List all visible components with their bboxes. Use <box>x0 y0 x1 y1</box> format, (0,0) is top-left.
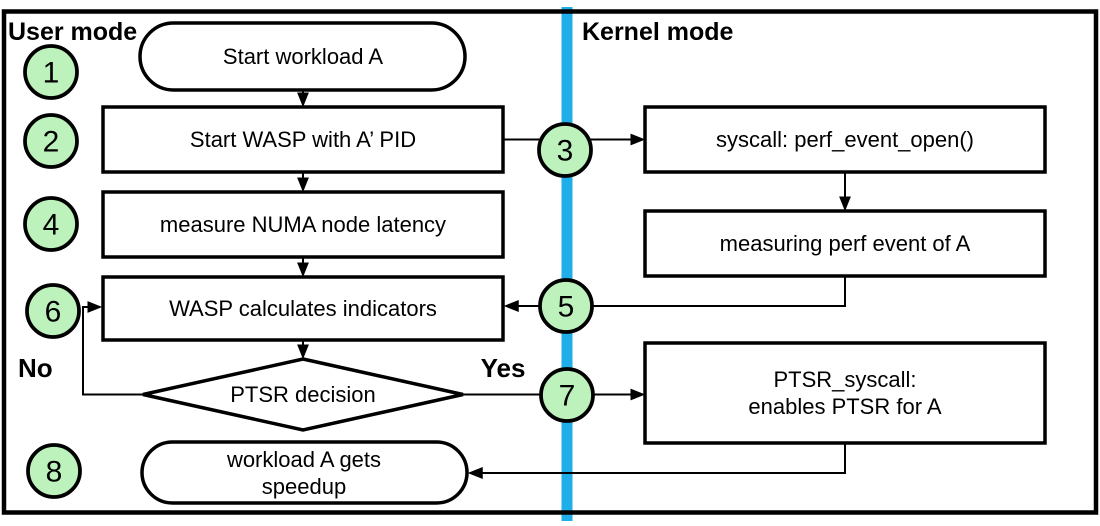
node-ptsr-decision: PTSR decision <box>142 357 464 432</box>
step-circle-6: 6 <box>25 283 81 339</box>
process-shape <box>643 209 1047 278</box>
node-start-workload-a-label: Start workload A <box>223 44 384 69</box>
node-ptsr-decision-label: PTSR decision <box>230 382 376 407</box>
step-circle-shape <box>23 113 79 169</box>
step-circle-shape <box>23 44 79 100</box>
user-mode-label: User mode <box>8 18 137 46</box>
edge-ptsr-to-speedup-arrow <box>467 443 846 479</box>
node-wasp-calculates-label: WASP calculates indicators <box>169 296 437 321</box>
step-circle-7: 7 <box>539 367 595 423</box>
process-shape <box>101 105 505 174</box>
kernel-mode-label: Kernel mode <box>582 18 734 46</box>
process-shape <box>643 105 1047 174</box>
node-ptsr-syscall-line1: PTSR_syscall: <box>773 367 916 392</box>
step-circle-3: 3 <box>537 122 593 178</box>
node-workload-speedup: workload A gets speedup <box>140 440 469 505</box>
step-number-3: 3 <box>557 135 574 168</box>
step-circle-shape <box>25 283 81 339</box>
node-wasp-calculates: WASP calculates indicators <box>101 275 505 342</box>
edge-measuring-to-calc-arrow <box>503 276 846 312</box>
step-circle-4: 4 <box>23 196 79 252</box>
process-shape <box>101 275 505 342</box>
terminator-shape <box>138 21 467 92</box>
node-workload-speedup-line1: workload A gets <box>226 447 381 472</box>
node-workload-speedup-line2: speedup <box>262 474 346 499</box>
node-measuring-perf-event-label: measuring perf event of A <box>720 231 971 256</box>
step-circle-shape <box>26 443 82 499</box>
step-circle-shape <box>537 122 593 178</box>
step-number-7: 7 <box>559 380 576 413</box>
node-ptsr-syscall: PTSR_syscall: enables PTSR for A <box>643 341 1047 445</box>
node-measure-numa-label: measure NUMA node latency <box>160 212 446 237</box>
decision-diamond-shape <box>142 357 464 432</box>
branch-yes-label: Yes <box>481 353 526 383</box>
node-ptsr-syscall-line2: enables PTSR for A <box>748 394 942 419</box>
node-syscall-perf-event-open-label: syscall: perf_event_open() <box>716 127 974 152</box>
step-number-8: 8 <box>46 456 63 489</box>
node-syscall-perf-event-open: syscall: perf_event_open() <box>643 105 1047 174</box>
step-circle-shape <box>23 196 79 252</box>
step-number-4: 4 <box>43 209 60 242</box>
node-start-wasp-label: Start WASP with A’ PID <box>190 127 416 152</box>
step-number-5: 5 <box>558 291 575 324</box>
step-circle-8: 8 <box>26 443 82 499</box>
step-circle-shape <box>539 367 595 423</box>
step-circle-5: 5 <box>538 278 594 334</box>
step-number-1: 1 <box>43 57 60 90</box>
node-start-wasp: Start WASP with A’ PID <box>101 105 505 174</box>
step-number-2: 2 <box>43 126 60 159</box>
node-measure-numa: measure NUMA node latency <box>101 190 505 259</box>
branch-no-label: No <box>18 353 53 383</box>
terminator-shape <box>140 440 469 505</box>
step-number-6: 6 <box>45 296 62 329</box>
diagram-border <box>1 9 1099 515</box>
node-measuring-perf-event: measuring perf event of A <box>643 209 1047 278</box>
step-circle-1: 1 <box>23 44 79 100</box>
process-shape <box>101 190 505 259</box>
step-circle-shape <box>538 278 594 334</box>
edge-decision-no-loop-arrow <box>82 301 143 396</box>
process-shape <box>643 341 1047 445</box>
step-circle-2: 2 <box>23 113 79 169</box>
node-start-workload-a: Start workload A <box>138 21 467 92</box>
